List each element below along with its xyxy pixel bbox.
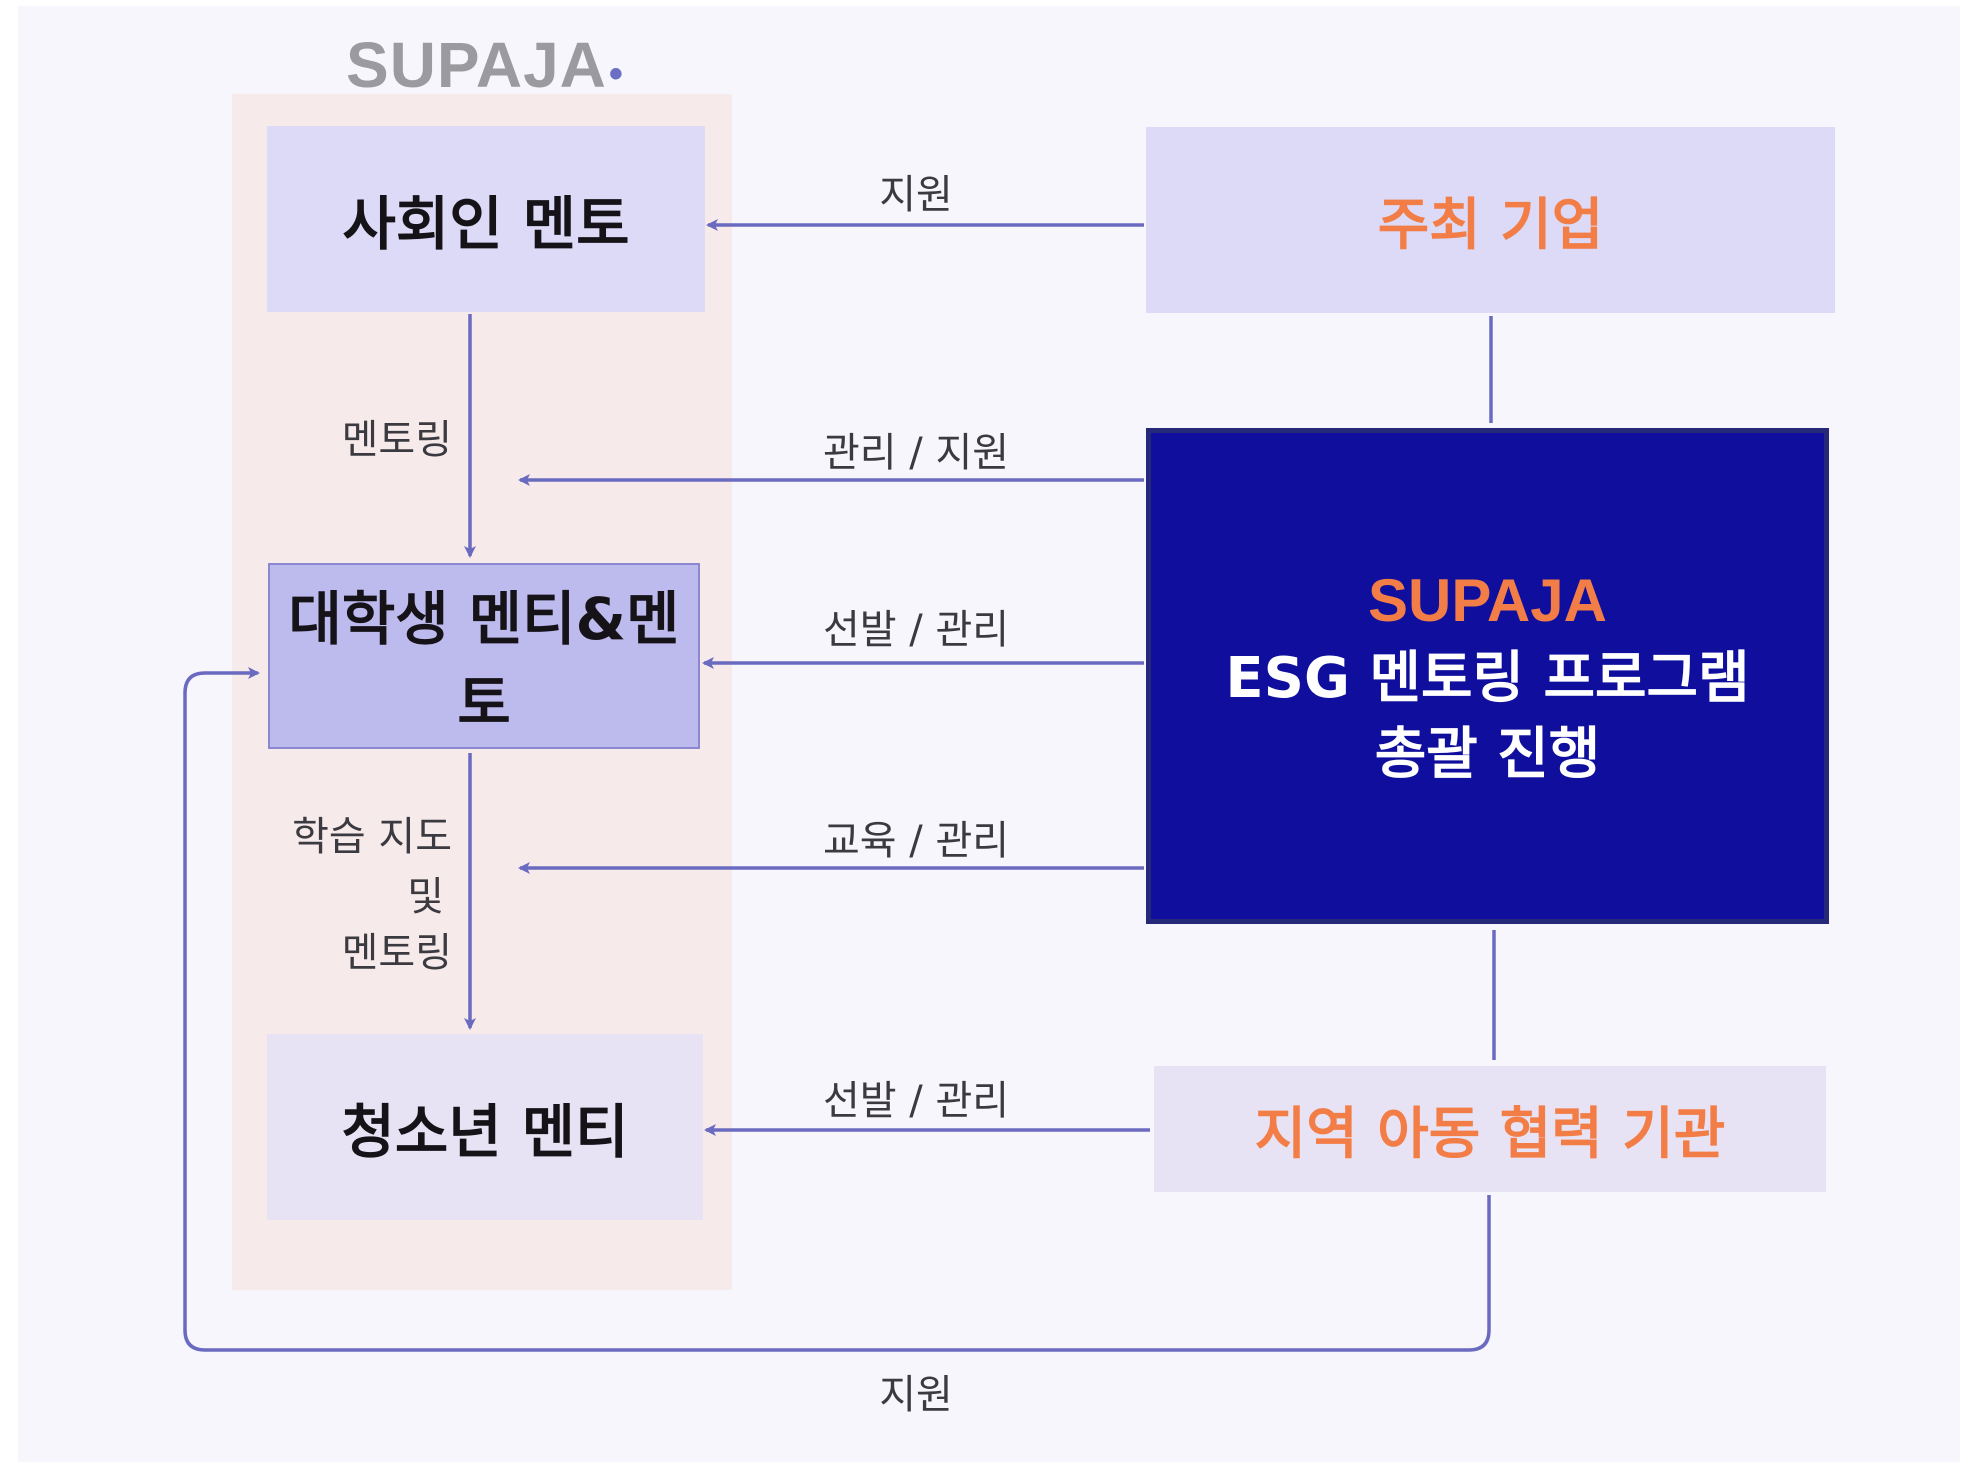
hq-brand-label: SUPAJA bbox=[1368, 566, 1607, 634]
label-select-manage-youth: 선발 / 관리 bbox=[822, 1078, 1010, 1124]
label-study-guide-2: 및 bbox=[407, 874, 444, 920]
hq-program-label: ESG 멘토링 프로그램 bbox=[1225, 645, 1750, 711]
label-study-guide-3: 멘토링 bbox=[341, 930, 452, 976]
logo-text: SUPAJA bbox=[346, 29, 607, 101]
host-company-label: 주최 기업 bbox=[1377, 192, 1604, 258]
youth-mentee-box: 청소년 멘티 bbox=[267, 1034, 703, 1220]
host-company-box: 주최 기업 bbox=[1146, 127, 1835, 313]
label-edu-manage: 교육 / 관리 bbox=[822, 818, 1010, 864]
senior-mentor-box: 사회인 멘토 bbox=[267, 126, 705, 312]
student-mentor-label: 대학생 멘티&멘토 bbox=[288, 585, 680, 737]
label-host-support: 지원 bbox=[879, 172, 953, 218]
youth-mentee-label: 청소년 멘티 bbox=[341, 1098, 629, 1166]
label-study-guide-1: 학습 지도 bbox=[292, 814, 452, 860]
logo-dot-icon: • bbox=[608, 52, 624, 96]
supaja-logo: SUPAJA• bbox=[346, 28, 624, 102]
label-bottom-support: 지원 bbox=[879, 1372, 953, 1418]
student-mentor-box: 대학생 멘티&멘토 bbox=[268, 563, 700, 749]
label-select-manage-student: 선발 / 관리 bbox=[822, 607, 1010, 653]
label-mentoring: 멘토링 bbox=[341, 417, 452, 463]
local-agency-label: 지역 아동 협력 기관 bbox=[1254, 1101, 1726, 1167]
label-manage-support: 관리 / 지원 bbox=[822, 430, 1010, 476]
supaja-program-box: SUPAJA ESG 멘토링 프로그램 총괄 진행 bbox=[1146, 428, 1829, 924]
local-agency-box: 지역 아동 협력 기관 bbox=[1154, 1066, 1826, 1192]
senior-mentor-label: 사회인 멘토 bbox=[342, 190, 630, 258]
hq-role-label: 총괄 진행 bbox=[1374, 721, 1601, 787]
arrow-agency-support-loop bbox=[183, 667, 1491, 1352]
